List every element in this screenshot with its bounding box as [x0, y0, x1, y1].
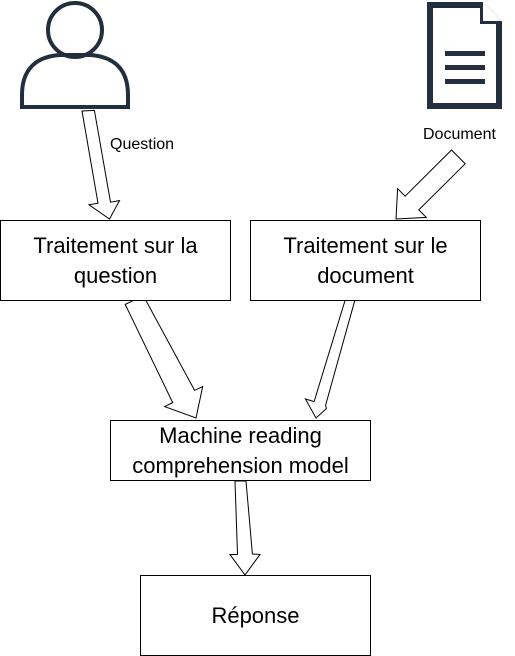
arrow-user-to-question-processing — [81, 109, 121, 220]
arrow-model-to-answer — [229, 480, 261, 576]
mrc-model-box: Machine reading comprehension model — [110, 420, 371, 481]
mrc-model-text: Machine reading comprehension model — [132, 422, 349, 478]
answer-box: Réponse — [140, 575, 371, 656]
arrow-question-processing-to-model — [124, 294, 204, 419]
document-label: Document — [423, 126, 496, 143]
arrow-document-to-document-processing — [395, 149, 466, 220]
document-processing-box: Traitement sur le document — [250, 220, 481, 301]
answer-text: Réponse — [211, 602, 300, 628]
question-label: Question — [110, 136, 175, 153]
document-icon — [427, 2, 502, 109]
document-processing-text: Traitement sur le document — [283, 232, 448, 288]
question-processing-text: Traitement sur la question — [33, 232, 198, 288]
arrow-document-processing-to-model — [304, 297, 356, 419]
person-icon — [20, 1, 130, 109]
question-processing-box: Traitement sur la question — [0, 220, 231, 301]
